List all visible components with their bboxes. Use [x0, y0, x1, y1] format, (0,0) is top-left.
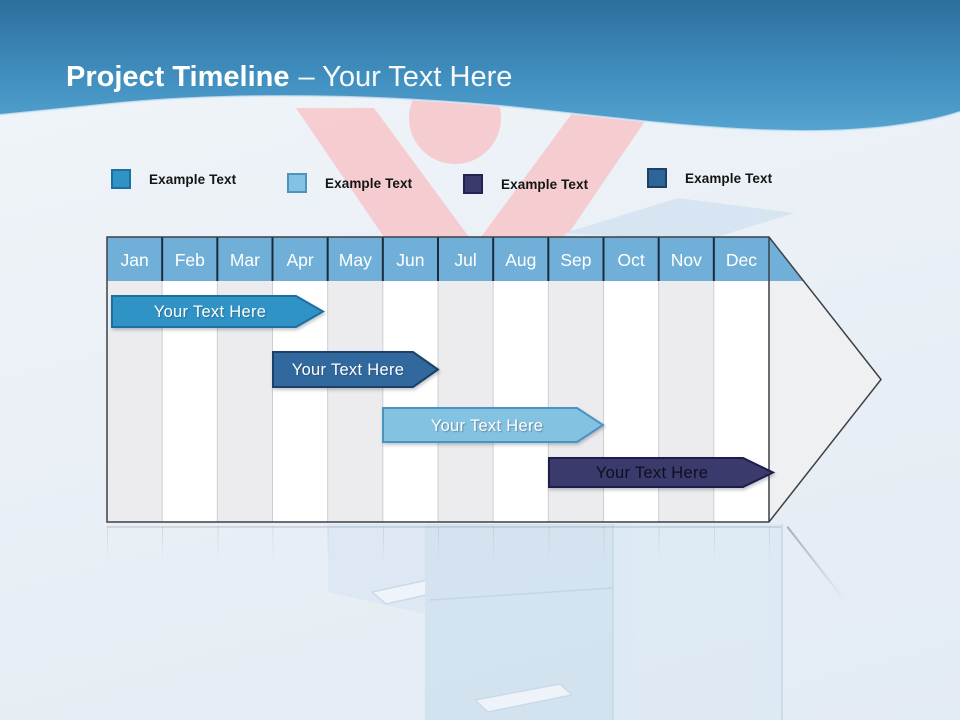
slide-title-placeholder: – Your Text Here: [298, 61, 513, 93]
month-header-band: [107, 237, 837, 281]
cabinet-handle-bottom: [474, 683, 573, 713]
table-reflection: [107, 526, 781, 562]
banner-wave: [0, 0, 960, 132]
legend-swatch-2: [287, 173, 307, 193]
month-label-jul: Jul: [454, 250, 476, 270]
cabinet-open-drawer-top: [565, 198, 795, 242]
month-label-apr: Apr: [286, 250, 313, 270]
task-bar-3: [382, 407, 605, 443]
month-header-separators: [161, 237, 715, 281]
month-label-aug: Aug: [505, 250, 536, 270]
month-label-mar: Mar: [230, 250, 260, 270]
legend-label-1: Example Text: [149, 171, 237, 187]
task-bar-4-label: Your Text Here: [596, 464, 708, 482]
month-labels: Jan Feb Mar Apr May Jun Jul Aug Sep Oct …: [120, 250, 757, 270]
slide-title-main: Project Timeline: [66, 61, 290, 93]
arrow-outline: [106, 236, 882, 523]
month-label-nov: Nov: [671, 250, 702, 270]
banner-wave-highlight: [0, 95, 960, 133]
legend-item-3: Example Text: [462, 173, 588, 195]
slide-title: Project Timeline– Your Text Here: [66, 61, 512, 94]
month-label-feb: Feb: [175, 250, 205, 270]
legend-item-1: Example Text: [110, 168, 236, 190]
legend-item-2: Example Text: [286, 172, 412, 194]
month-label-sep: Sep: [560, 250, 591, 270]
month-label-may: May: [339, 250, 372, 270]
task-bar-3-label: Your Text Here: [431, 417, 543, 435]
task-bar-1: [111, 295, 326, 328]
legend-label-2: Example Text: [325, 175, 413, 191]
column-separators: [161, 281, 715, 522]
legend-label-4: Example Text: [685, 170, 773, 186]
legend-swatch-3: [463, 174, 483, 194]
task-bar-1-label: Your Text Here: [154, 303, 266, 321]
task-bar-2-label: Your Text Here: [292, 361, 404, 379]
task-bar-4: [548, 457, 776, 488]
arrow-tip-region: [769, 237, 881, 522]
month-label-oct: Oct: [617, 250, 644, 270]
column-stripes: [107, 237, 714, 522]
month-label-dec: Dec: [726, 250, 757, 270]
legend-label-3: Example Text: [501, 176, 589, 192]
month-label-jan: Jan: [120, 250, 148, 270]
legend-swatch-1: [111, 169, 131, 189]
legend-item-4: Example Text: [646, 167, 772, 189]
legend-swatch-4: [647, 168, 667, 188]
task-bar-2: [272, 351, 440, 388]
month-label-jun: Jun: [396, 250, 424, 270]
